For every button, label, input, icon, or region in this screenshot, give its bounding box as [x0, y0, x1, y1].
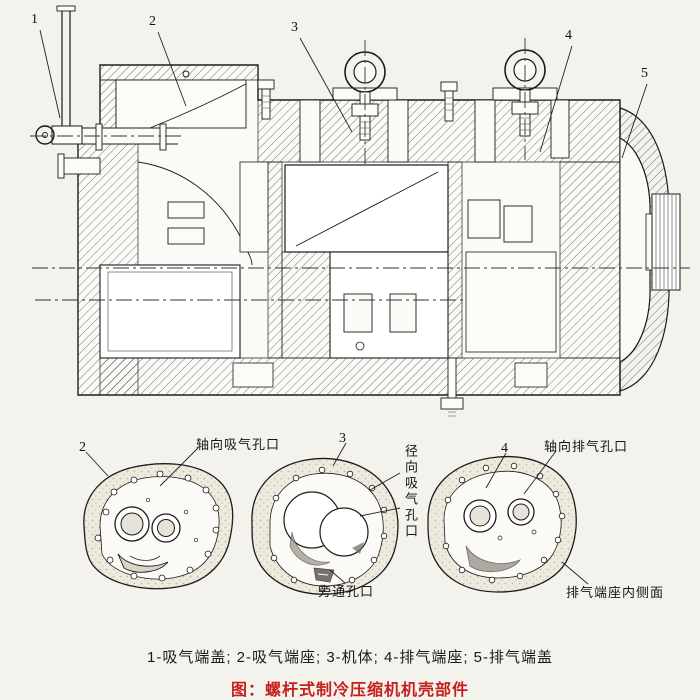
label-axial-discharge-port: 轴向排气孔口	[544, 439, 629, 454]
parts-legend: 1-吸气端盖; 2-吸气端座; 3-机体; 4-排气端座; 5-排气端盖	[146, 649, 554, 666]
compressor-cross-section-drawing	[30, 5, 690, 417]
interior-features	[99, 70, 570, 388]
axial-discharge-bores	[463, 498, 535, 533]
rotor-bore-opening	[283, 491, 369, 566]
label-axial-suction-port: 轴向吸气孔口	[196, 437, 281, 452]
detail-callout-4: 4	[501, 441, 508, 456]
end-cover-detail-views	[83, 442, 589, 595]
bottom-drain-bolt	[440, 357, 464, 417]
valve-handwheel	[35, 125, 55, 145]
callout-leader-lines	[39, 29, 648, 159]
part-callout-5: 5	[641, 66, 648, 81]
part-callout-4: 4	[565, 28, 572, 43]
label-bypass-port: 旁通孔口	[318, 584, 375, 599]
axial-suction-bores	[114, 506, 181, 543]
bolt-holes	[94, 470, 220, 582]
discharge-end-cover-bell	[619, 107, 681, 392]
part-callout-3: 3	[291, 20, 298, 35]
suction-valve-assembly	[35, 5, 178, 179]
detail-view-suction-end-cover	[83, 447, 234, 590]
bolt-holes	[270, 466, 388, 592]
top-bolt-right	[440, 81, 458, 122]
detail-callout-3: 3	[339, 431, 346, 446]
bypass-port-opening	[313, 567, 335, 583]
bolt-holes	[442, 462, 566, 584]
label-discharge-seat-inner-face: 排气端座内侧面	[566, 585, 665, 600]
top-bolt-left	[257, 79, 275, 120]
centerlines	[30, 38, 690, 301]
part-callout-2: 2	[149, 14, 156, 29]
part-callout-1: 1	[31, 12, 38, 27]
splined-shaft-end	[651, 193, 681, 291]
label-radial-suction-port: 径向吸气孔口	[402, 444, 418, 540]
detail-view-main-body	[251, 442, 401, 595]
detail-view-discharge-end-seat	[427, 450, 589, 593]
detail-callout-2: 2	[79, 440, 86, 455]
figure-title: 图：螺杆式制冷压缩机机壳部件	[230, 682, 469, 699]
